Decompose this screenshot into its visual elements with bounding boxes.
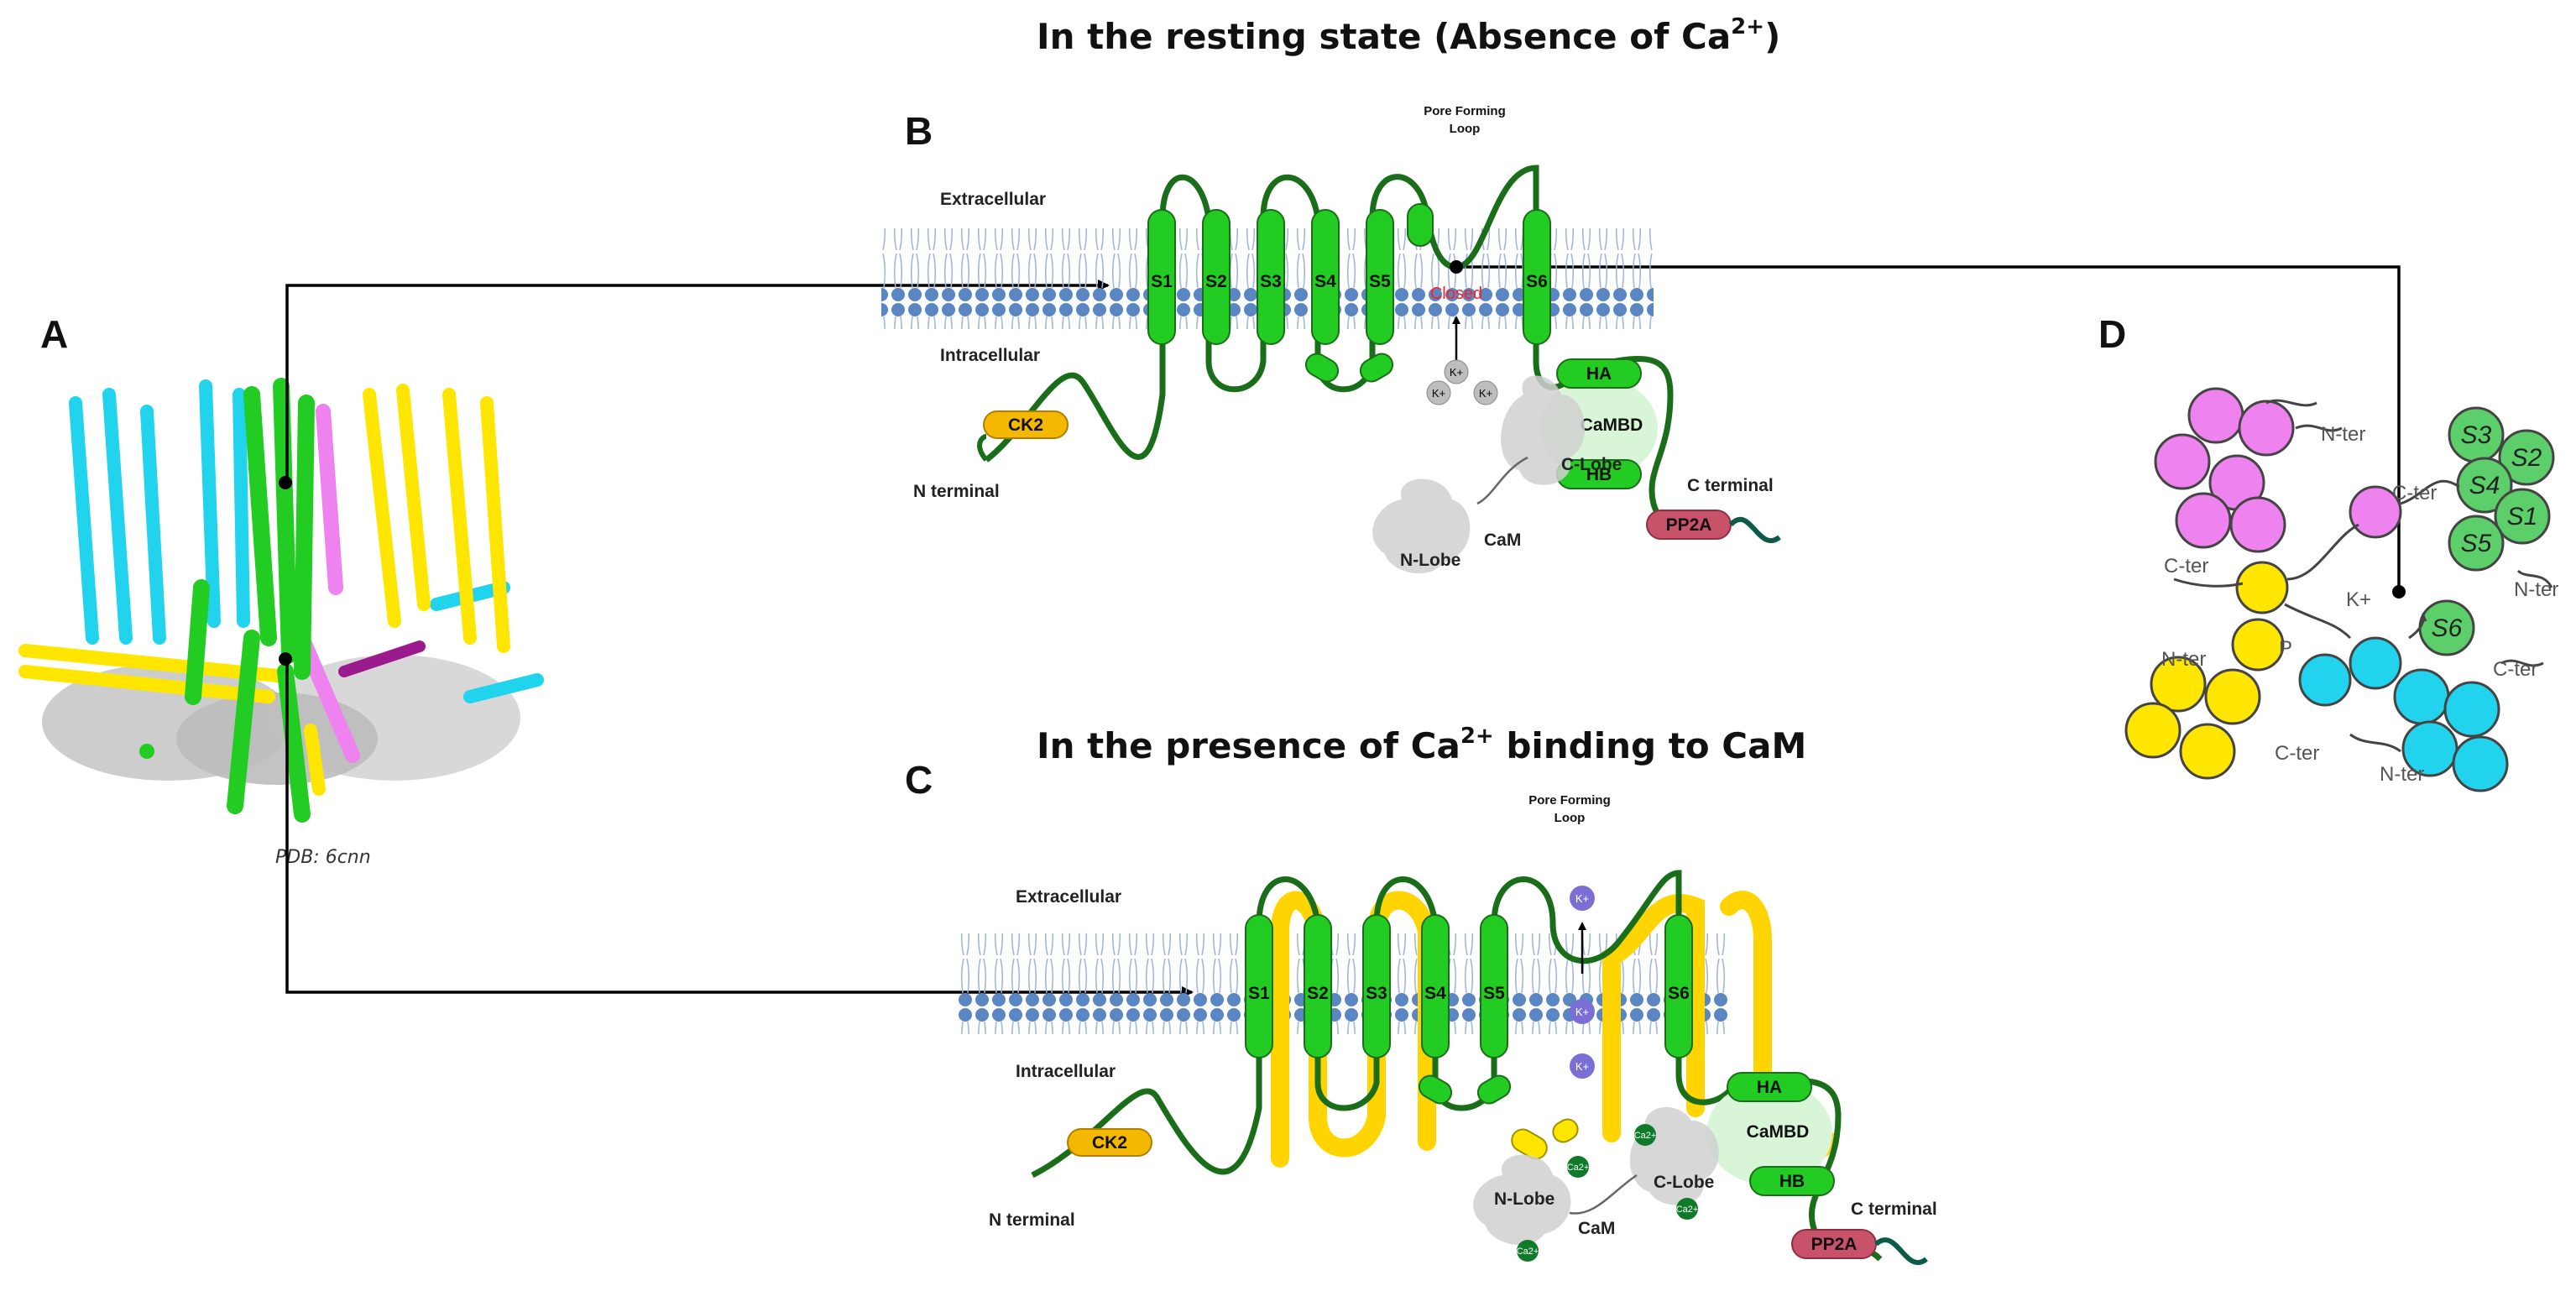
svg-text:K+: K+	[1575, 1006, 1589, 1018]
d-nter-4: N-ter	[2380, 763, 2424, 786]
segment-s3-c: S3	[1366, 984, 1387, 1003]
membrane-c	[957, 933, 1729, 1034]
svg-text:HA: HA	[1757, 1078, 1782, 1097]
svg-text:K+: K+	[1575, 892, 1589, 905]
d-nter-3: N-ter	[2161, 648, 2206, 671]
pore-dot-b	[1450, 260, 1463, 274]
svg-text:N-Lobe: N-Lobe	[1400, 551, 1460, 570]
svg-text:C-Lobe: C-Lobe	[1561, 455, 1622, 474]
ck2-b	[983, 410, 1069, 439]
k-ions-c: K+ K+ K+	[1570, 886, 1595, 1079]
connector-lines	[285, 265, 2401, 998]
protein-structure	[18, 378, 544, 823]
panel-letter-d: D	[2098, 312, 2126, 356]
panel-letter-c: C	[905, 758, 933, 802]
pp2a-label-b: PP2A	[1666, 515, 1712, 535]
svg-text:C-Lobe: C-Lobe	[1654, 1173, 1714, 1192]
ca-ions-c: Ca2+ Ca2+ Ca2+ Ca2+	[1517, 1124, 1699, 1262]
segment-s5-b: S5	[1369, 272, 1391, 291]
svg-text:CaM: CaM	[1484, 531, 1521, 550]
extracellular-label-c: Extracellular	[1016, 887, 1121, 907]
ck2-label-b: CK2	[1008, 416, 1043, 435]
d-p-label: P	[2279, 637, 2292, 660]
d-seg-s4: S4	[2469, 472, 2500, 499]
pdb-label: PDB: 6cnn	[275, 847, 371, 868]
d-seg-s3: S3	[2461, 421, 2492, 449]
k-ions-b: K+ K+ K+	[1426, 359, 1498, 405]
intracellular-label-b: Intracellular	[940, 346, 1040, 365]
segment-s1-b: S1	[1151, 272, 1173, 291]
title-presence: In the presence of Ca2+ binding to CaM	[1037, 724, 1806, 766]
segment-s1-c: S1	[1248, 984, 1270, 1003]
d-seg-s1: S1	[2507, 503, 2538, 531]
backbone-c	[1031, 870, 1732, 1179]
d-seg-s2: S2	[2511, 444, 2542, 472]
extracellular-label-b: Extracellular	[940, 190, 1046, 209]
c-terminal-c: C terminal	[1851, 1200, 1937, 1219]
svg-text:K+: K+	[1575, 1060, 1589, 1073]
svg-text:K+: K+	[1432, 387, 1445, 400]
cam-c: C-Lobe N-Lobe CaM	[1473, 1106, 1719, 1246]
d-cter-3: C-ter	[2493, 658, 2537, 681]
svg-text:N-Lobe: N-Lobe	[1494, 1189, 1554, 1209]
title-resting: In the resting state (Absence of Ca2+)	[1037, 14, 1780, 57]
svg-text:HB: HB	[1586, 465, 1612, 484]
cambd-c: HA HB CaMBD	[1706, 1072, 1835, 1196]
segment-s3-b: S3	[1260, 272, 1282, 291]
ck2-label-c: CK2	[1092, 1133, 1127, 1153]
segments-c: S1 S2 S3 S4 S5 S6	[1245, 914, 1693, 1160]
svg-text:HB: HB	[1779, 1172, 1805, 1191]
svg-text:K+: K+	[1479, 387, 1492, 400]
connector-dot-d	[2392, 585, 2406, 599]
panel-b: Extracellular Intracellular Pore Forming…	[881, 104, 1781, 574]
panel-d: S3 S2 S4 S1 S5 S6	[2124, 387, 2558, 792]
segments-b: S1 S2 S3 S4 S5 S6	[1147, 203, 1551, 383]
svg-text:CaMBD: CaMBD	[1747, 1122, 1810, 1142]
segment-s2-b: S2	[1205, 272, 1227, 291]
svg-text:CaMBD: CaMBD	[1581, 416, 1643, 435]
d-nter-2: N-ter	[2514, 578, 2558, 601]
d-nter-1: N-ter	[2321, 423, 2365, 446]
d-k-label: K+	[2346, 588, 2371, 611]
d-cter-4: C-ter	[2275, 742, 2319, 765]
d-cter-1: C-ter	[2392, 482, 2437, 504]
n-terminal-c: N terminal	[989, 1210, 1075, 1230]
segment-s2-c: S2	[1307, 984, 1329, 1003]
panel-c: Extracellular Intracellular Pore Forming…	[957, 793, 1937, 1266]
svg-text:K+: K+	[1450, 366, 1463, 379]
panel-letter-a: A	[40, 312, 68, 356]
pp2a-label-c: PP2A	[1811, 1235, 1858, 1254]
c-terminal-b: C terminal	[1687, 476, 1774, 495]
segment-s4-b: S4	[1314, 272, 1336, 291]
backbone-b	[984, 165, 1581, 463]
panel-letter-b: B	[905, 109, 933, 153]
svg-text:Ca2+: Ca2+	[1634, 1131, 1657, 1141]
segment-s5-c: S5	[1483, 984, 1505, 1003]
segment-s6-b: S6	[1526, 272, 1548, 291]
d-seg-s6: S6	[2432, 614, 2463, 642]
segment-s4-c: S4	[1424, 984, 1446, 1003]
closed-label: Closed	[1430, 285, 1482, 303]
d-seg-s5: S5	[2461, 530, 2492, 557]
n-terminal-b: N terminal	[913, 482, 1000, 501]
svg-text:Ca2+: Ca2+	[1567, 1163, 1590, 1173]
ck2-c	[1067, 1128, 1152, 1157]
d-cter-2: C-ter	[2164, 555, 2208, 578]
svg-text:CaM: CaM	[1578, 1219, 1615, 1238]
cam-b: C-Lobe N-Lobe CaM	[1372, 375, 1622, 574]
svg-text:Ca2+: Ca2+	[1676, 1205, 1699, 1215]
intracellular-label-c: Intracellular	[1016, 1062, 1116, 1081]
svg-text:Ca2+: Ca2+	[1517, 1247, 1539, 1257]
segment-s6-c: S6	[1668, 984, 1690, 1003]
svg-text:HA: HA	[1586, 364, 1612, 384]
